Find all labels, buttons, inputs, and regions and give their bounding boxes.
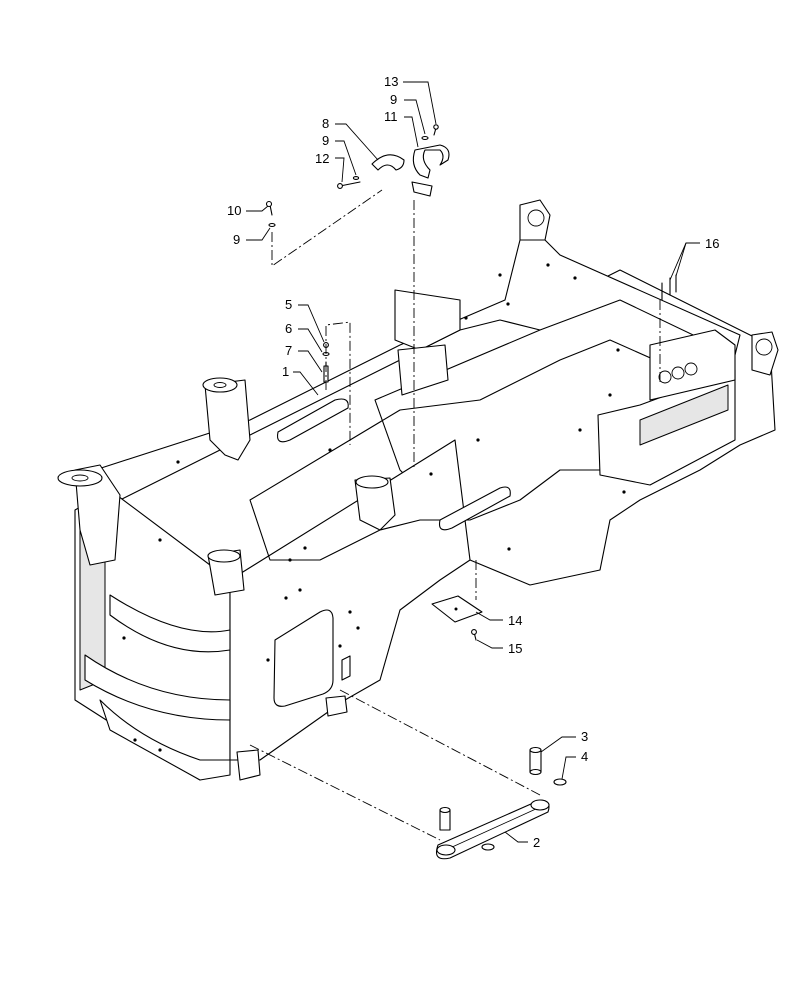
callout-1: 1 [282,364,289,379]
part-9-washer-left [268,222,276,228]
part-12-bolt [337,176,361,189]
part-10-bolt [265,200,273,216]
part-4-washer [553,778,567,786]
part-16-studs [661,274,677,301]
callout-12: 12 [315,151,329,166]
callout-11: 11 [384,109,398,124]
part-9-washer-top [421,135,429,141]
callout-5: 5 [285,297,292,312]
part-14-cover-plate [431,595,483,623]
callout-10: 10 [227,203,241,218]
part-3-pin [529,746,542,776]
callout-9-top: 9 [390,92,397,107]
callout-6: 6 [285,321,292,336]
callout-2: 2 [533,835,540,850]
callout-labels: 13 9 11 8 9 12 10 9 5 6 7 1 16 14 15 3 4… [227,74,719,850]
callout-3: 3 [581,729,588,744]
callout-16: 16 [705,236,719,251]
callout-8: 8 [322,116,329,131]
leader-lines [246,81,700,843]
callout-14: 14 [508,613,522,628]
part-13-bolt [433,124,439,136]
callout-13: 13 [384,74,398,89]
callout-9-left: 9 [233,232,240,247]
callout-9-mid: 9 [322,133,329,148]
part-11-hook-bracket [411,144,450,197]
callout-7: 7 [285,343,292,358]
part-15-screw [471,629,477,641]
callout-15: 15 [508,641,522,656]
part-8-clamp [371,154,405,171]
callout-4: 4 [581,749,588,764]
explode-lines [249,189,661,841]
part-2-link-bar [435,799,550,860]
main-frame [57,199,779,781]
